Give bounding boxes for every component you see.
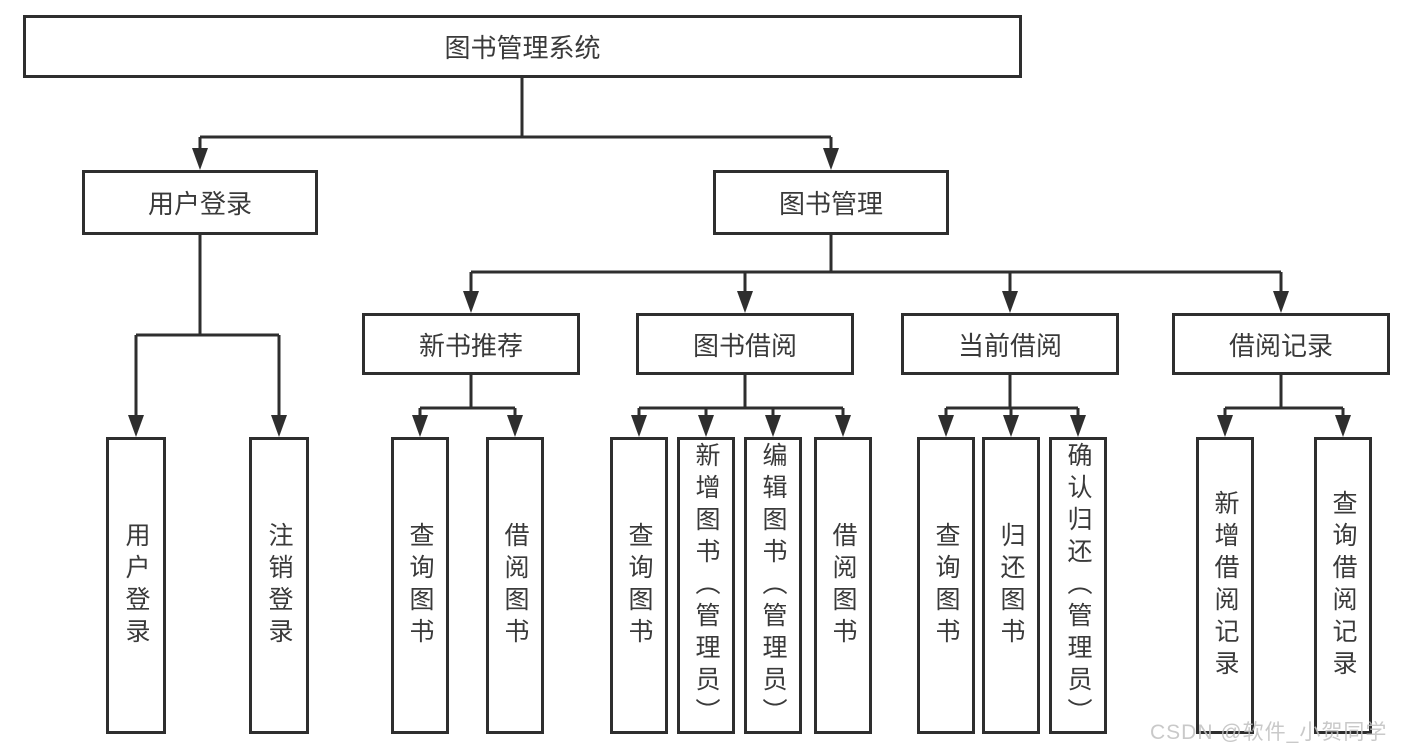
edge-book-management-branch xyxy=(463,235,1289,313)
arrow-down-icon xyxy=(1335,415,1351,437)
leaf-current-return-books: 归还图书 xyxy=(982,437,1040,734)
node-library-system: 图书管理系统 xyxy=(23,15,1022,78)
arrow-down-icon xyxy=(765,415,781,437)
csdn-watermark: CSDN @软件_小贺同学 xyxy=(1150,721,1388,744)
edge-new-book-children xyxy=(412,375,523,437)
leaf-user-login: 用户登录 xyxy=(106,437,166,734)
arrow-down-icon xyxy=(271,415,287,437)
arrow-down-icon xyxy=(1273,291,1289,313)
arrow-down-icon xyxy=(1070,415,1086,437)
leaf-newbook-query-books: 查询图书 xyxy=(391,437,449,734)
edge-user-login-branch xyxy=(128,235,287,437)
node-book-borrow: 图书借阅 xyxy=(636,313,854,375)
node-borrow-records: 借阅记录 xyxy=(1172,313,1390,375)
leaf-borrow-query-books: 查询图书 xyxy=(610,437,668,734)
arrow-down-icon xyxy=(938,415,954,437)
arrow-down-icon xyxy=(412,415,428,437)
arrow-down-icon xyxy=(463,291,479,313)
edge-root xyxy=(192,78,839,170)
arrow-down-icon xyxy=(1002,291,1018,313)
leaf-newbook-borrow-books: 借阅图书 xyxy=(486,437,544,734)
arrow-down-icon xyxy=(698,415,714,437)
edge-book-borrow-children xyxy=(631,375,851,437)
leaf-current-query-books: 查询图书 xyxy=(917,437,975,734)
arrow-down-icon xyxy=(835,415,851,437)
leaf-current-confirm-return-admin: 确认归还（管理员） xyxy=(1049,437,1107,734)
arrow-down-icon xyxy=(128,415,144,437)
edge-borrow-records-children xyxy=(1217,375,1351,437)
edge-current-borrow-children xyxy=(938,375,1086,437)
arrow-down-icon xyxy=(507,415,523,437)
node-current-borrow: 当前借阅 xyxy=(901,313,1119,375)
arrow-down-icon xyxy=(631,415,647,437)
leaf-records-add-borrow-record: 新增借阅记录 xyxy=(1196,437,1254,734)
arrow-down-icon xyxy=(1003,415,1019,437)
leaf-logout: 注销登录 xyxy=(249,437,309,734)
leaf-borrow-borrow-books: 借阅图书 xyxy=(814,437,872,734)
leaf-borrow-edit-books-admin: 编辑图书（管理员） xyxy=(744,437,802,734)
leaf-records-query-borrow-record: 查询借阅记录 xyxy=(1314,437,1372,734)
node-new-book-recommend: 新书推荐 xyxy=(362,313,580,375)
arrow-down-icon xyxy=(192,148,208,170)
leaf-borrow-add-books-admin: 新增图书（管理员） xyxy=(677,437,735,734)
node-book-management: 图书管理 xyxy=(713,170,949,235)
arrow-down-icon xyxy=(1217,415,1233,437)
node-user-login: 用户登录 xyxy=(82,170,318,235)
arrow-down-icon xyxy=(823,148,839,170)
arrow-down-icon xyxy=(737,291,753,313)
